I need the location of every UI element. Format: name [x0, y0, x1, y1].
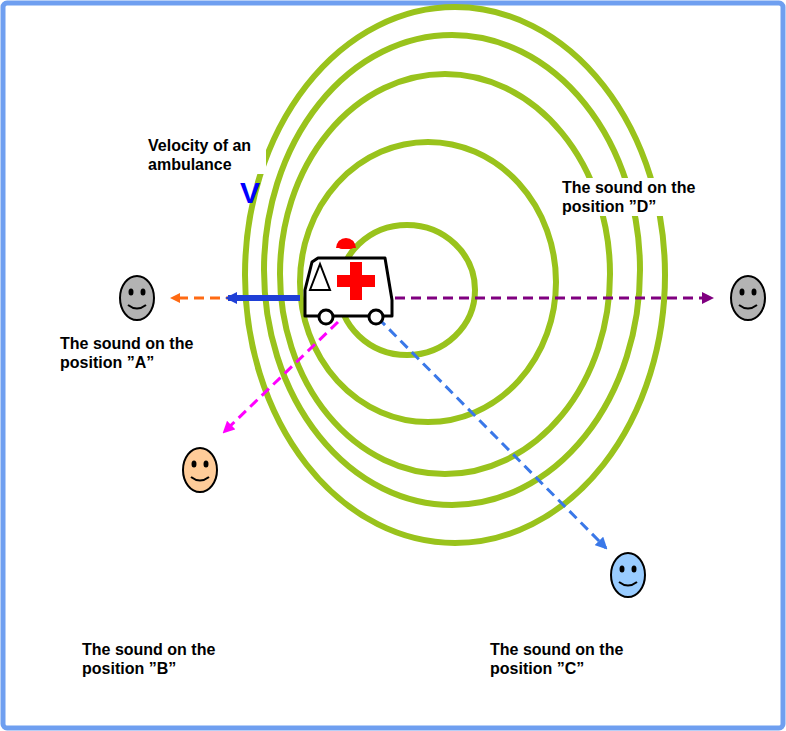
ambulance [305, 238, 392, 324]
listener-c [611, 553, 645, 597]
listener-label: The sound on the position ”B” [80, 640, 236, 678]
velocity-arrow [228, 295, 300, 301]
sound-arrow-b [224, 322, 338, 432]
listener-a [120, 276, 154, 320]
listener-b [183, 448, 217, 492]
velocity-symbol: V [240, 178, 260, 208]
listener-label: The sound on the position ”D” [560, 178, 716, 216]
listener-label: The sound on the position ”A” [58, 334, 214, 372]
listener-label: The sound on the position ”C” [488, 640, 644, 678]
wavefronts [245, 7, 665, 543]
listener-d [731, 276, 765, 320]
sound-arrow-d [395, 297, 712, 300]
velocity-label: Velocity of an ambulance [146, 136, 266, 174]
sound-arrow-c [378, 318, 606, 548]
sound-arrow-a [172, 297, 300, 300]
frame [3, 3, 783, 728]
